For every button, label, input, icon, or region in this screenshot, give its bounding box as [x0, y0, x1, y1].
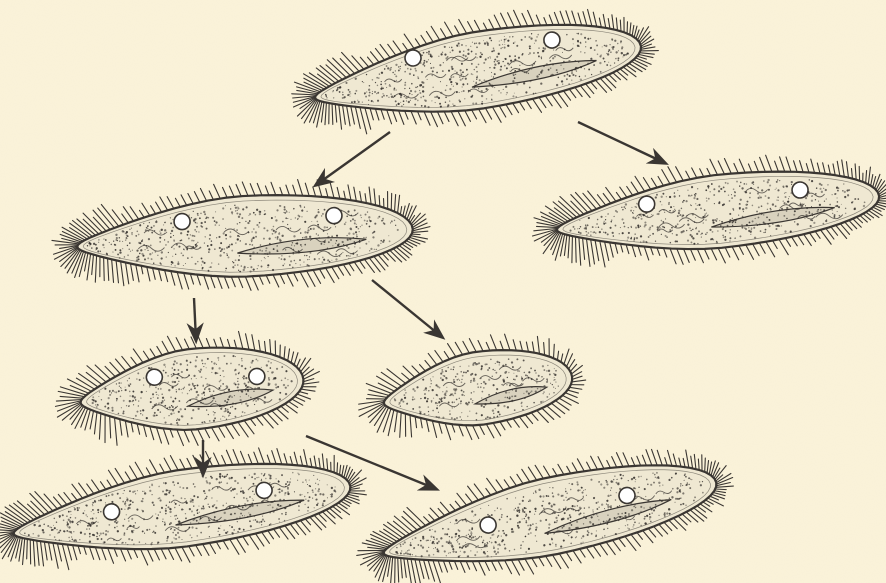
contractile-vacuole	[638, 195, 656, 213]
contractile-vacuole	[146, 368, 164, 386]
contractile-vacuole	[248, 368, 266, 386]
contractile-vacuole	[174, 213, 191, 230]
contractile-vacuole	[326, 207, 343, 224]
contractile-vacuole	[791, 181, 809, 199]
